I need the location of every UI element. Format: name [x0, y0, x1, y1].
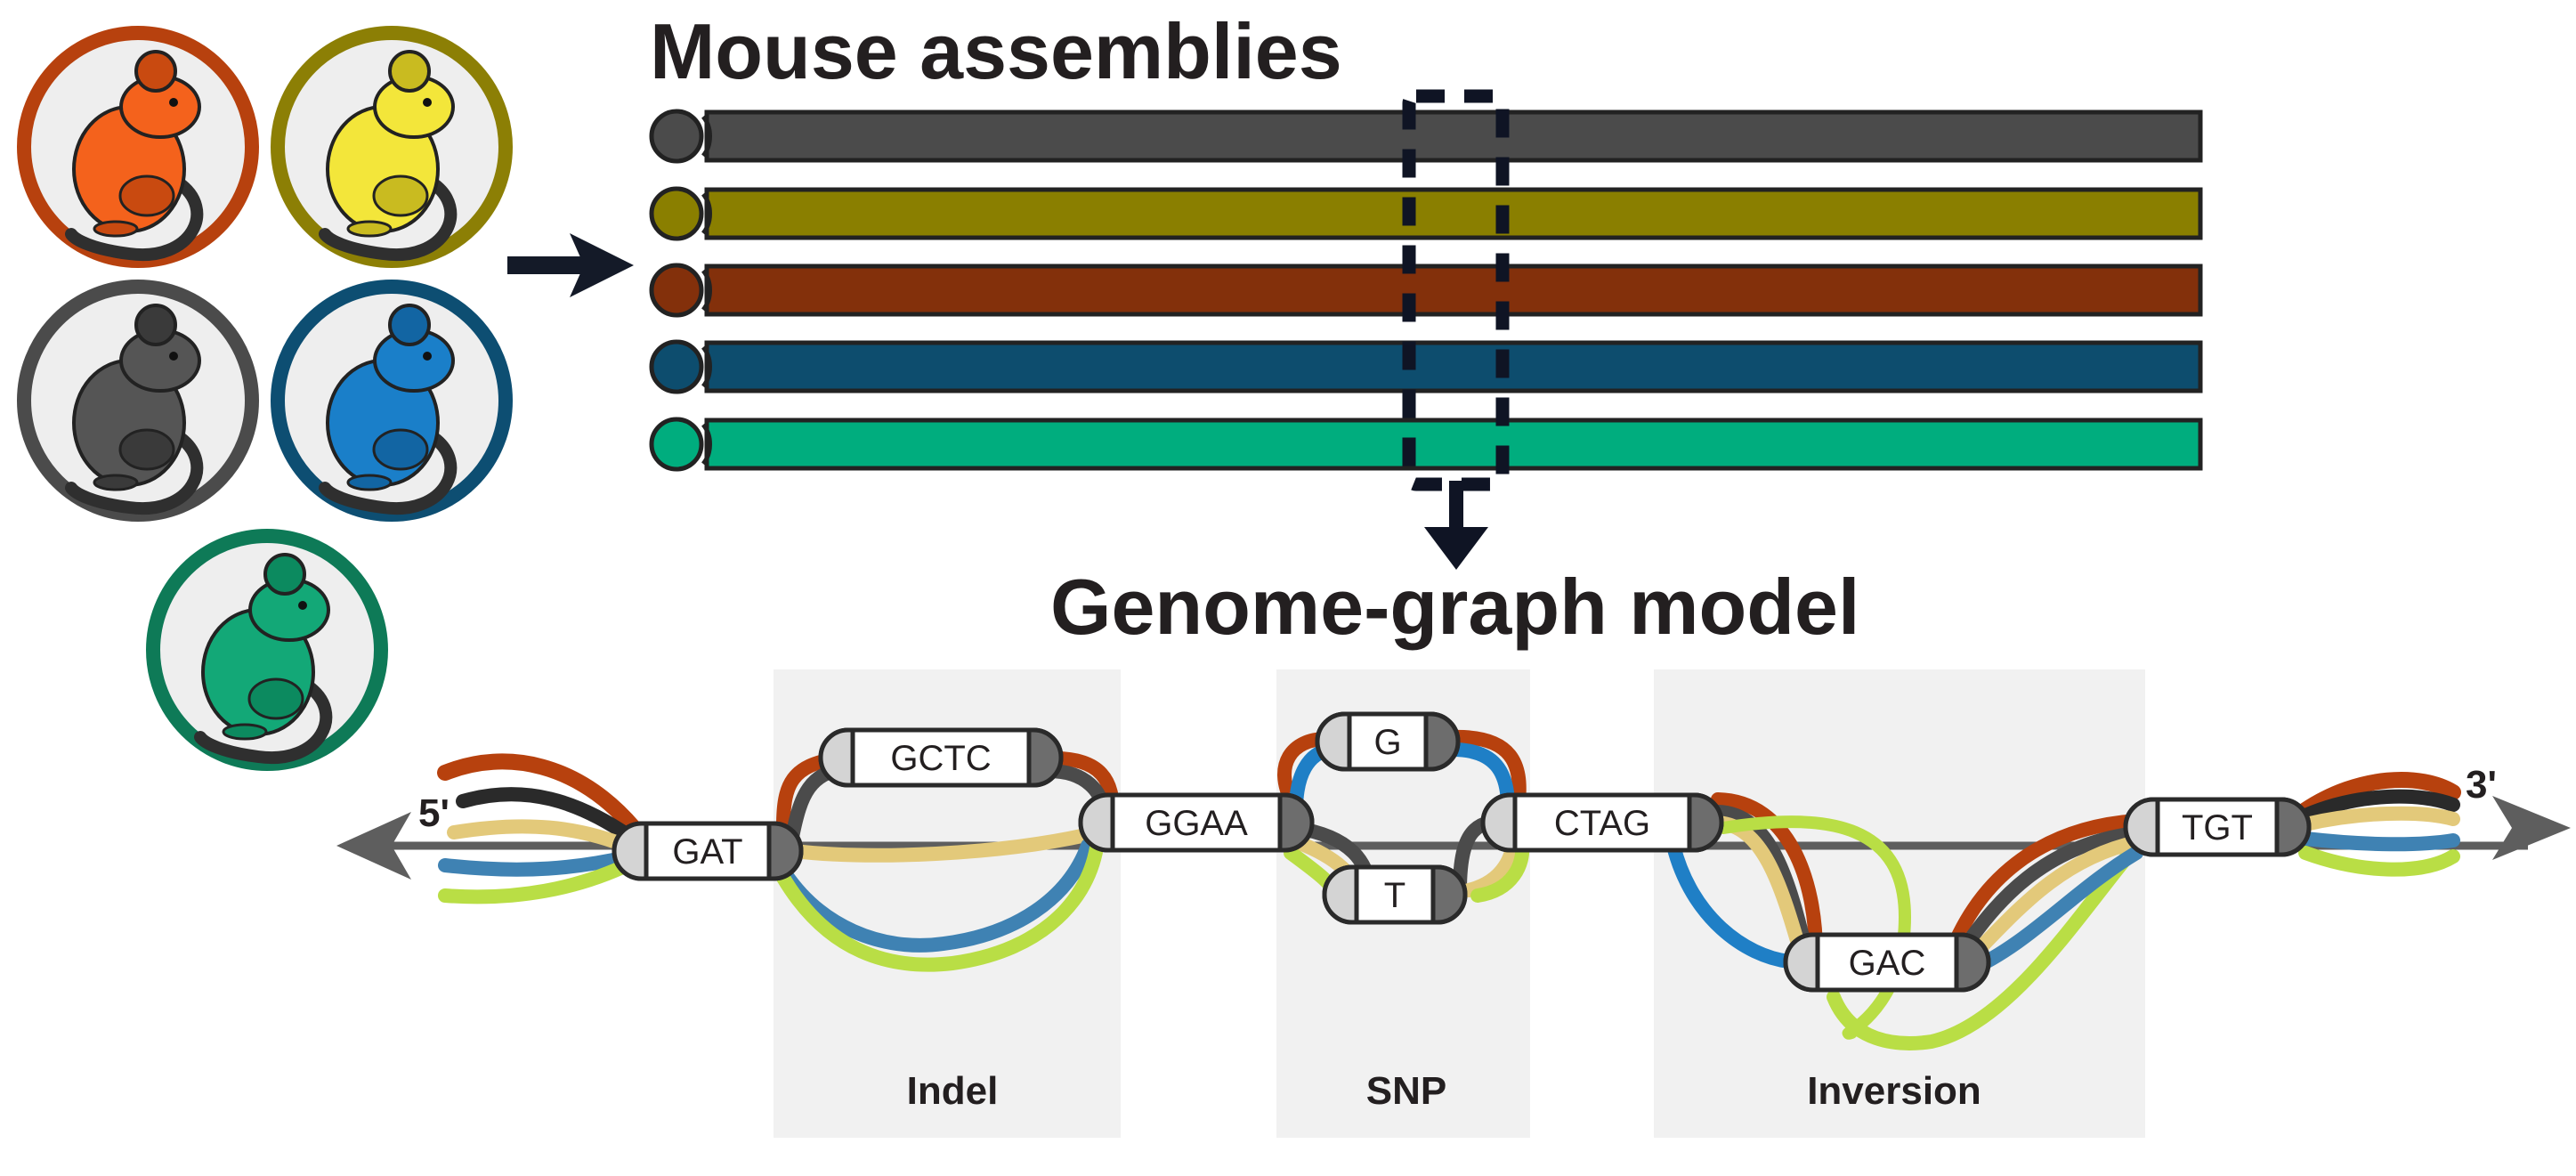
- path-blue-5prime: [438, 849, 637, 877]
- node-gat-label: GAT: [672, 832, 742, 872]
- path-red-3prime: [2297, 772, 2461, 818]
- assembly-bar: [649, 417, 2203, 472]
- assembly-bar: [649, 263, 2203, 318]
- path-green-inversion-loop-bottom: [1827, 839, 2143, 1050]
- path-green-5prime: [438, 856, 637, 904]
- haplotype-paths: [437, 729, 2461, 1050]
- node-gac-label: GAC: [1849, 944, 1926, 983]
- node-gat: GAT: [612, 821, 804, 881]
- mice-to-assemblies-arrow: [507, 233, 634, 297]
- node-ctag-label: CTAG: [1554, 804, 1650, 843]
- inversion-label: Inversion: [1807, 1069, 1981, 1113]
- mouse-icon: [271, 280, 513, 522]
- path-tan-indel-skip: [787, 828, 1093, 863]
- path-tan-5prime: [447, 819, 637, 855]
- three-prime-label: 3': [2466, 763, 2497, 807]
- selection-to-graph-arrow: [1424, 481, 1488, 570]
- path-red-inversion-right: [1940, 814, 2143, 969]
- path-tan-3prime: [2298, 806, 2460, 831]
- assembly-bar: [649, 186, 2203, 241]
- mouse-icon: [17, 26, 259, 268]
- path-red-inversion-left: [1711, 792, 1823, 960]
- three-prime-arrowhead: [2492, 796, 2571, 860]
- node-gac: GAC: [1783, 932, 1991, 993]
- path-blue-3prime: [2298, 831, 2460, 852]
- path-green-3prime: [2298, 846, 2460, 877]
- path-black-5prime: [456, 787, 637, 844]
- assembly-bars: [649, 109, 2203, 472]
- node-gctc: GCTC: [818, 727, 1064, 788]
- path-blue-inversion-right: [1962, 846, 2143, 977]
- node-ggaa: GGAA: [1078, 792, 1315, 853]
- mouse-icon: [146, 529, 388, 771]
- five-prime-arrowhead: [336, 812, 411, 880]
- graph-nodes: GAT GCTC GGAA G T CTAG GAC TGT: [612, 711, 2312, 993]
- node-g-label: G: [1373, 723, 1401, 762]
- node-t: T: [1322, 864, 1468, 925]
- assembly-bar: [649, 109, 2203, 164]
- path-red-snp-g-right: [1446, 729, 1527, 808]
- path-blue-indel-skip: [776, 839, 1095, 953]
- node-tgt: TGT: [2123, 797, 2312, 857]
- node-tgt-label: TGT: [2182, 808, 2253, 848]
- node-g: G: [1315, 711, 1461, 772]
- genome-graph-title: Genome-graph model: [1050, 563, 1859, 651]
- path-green-indel-skip: [776, 840, 1104, 972]
- mouse-icon: [17, 280, 259, 522]
- indel-label: Indel: [907, 1069, 999, 1113]
- mouse-icon: [271, 26, 513, 268]
- mouse-strain-icons: [17, 26, 513, 771]
- node-ggaa-label: GGAA: [1145, 804, 1248, 843]
- node-t-label: T: [1384, 876, 1405, 915]
- snp-label: SNP: [1366, 1069, 1446, 1113]
- path-red-5prime: [437, 753, 642, 836]
- node-ctag: CTAG: [1480, 792, 1724, 853]
- node-gctc-label: GCTC: [890, 739, 991, 778]
- path-black-3prime: [2298, 789, 2460, 823]
- path-blue-inversion-left: [1666, 839, 1796, 969]
- mouse-assemblies-title: Mouse assemblies: [650, 7, 1342, 95]
- five-prime-label: 5': [418, 791, 450, 835]
- assembly-bar: [649, 339, 2203, 394]
